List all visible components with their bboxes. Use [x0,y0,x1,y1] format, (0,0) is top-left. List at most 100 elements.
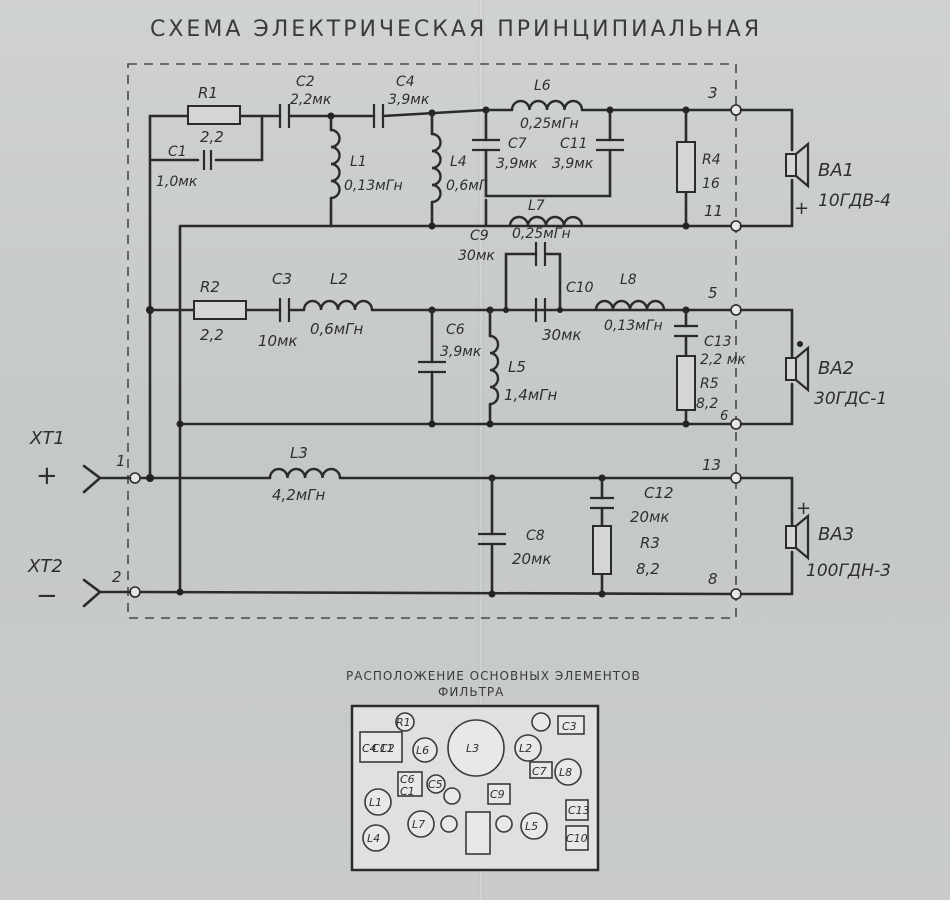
junction-dot [503,307,509,313]
r3-value: 8,2 [636,560,660,578]
l8-name: L8 [620,272,637,288]
ba2-name: ВА2 [818,358,854,379]
l7-name: L7 [528,198,545,214]
ba1-name: ВА1 [818,160,854,181]
c12-name: C12 [644,484,674,502]
l3-name: L3 [290,444,308,462]
junction-dot [682,420,690,428]
c13-capacitor [674,324,698,338]
diagram-title: СХЕМА ЭЛЕКТРИЧЕСКАЯ ПРИНЦИПИАЛЬНАЯ [150,17,762,42]
filter-enclosure-outline [127,63,737,619]
r1-c1-wiring [148,114,264,162]
r2-name: R2 [200,278,220,296]
r2-value: 2,2 [200,326,224,344]
c13-name: C13 [704,334,732,350]
board-label: C1 [400,785,415,798]
l6-name: L6 [534,78,551,94]
ba2-wiring [739,308,794,426]
board-l6 [412,737,438,763]
l2-inductor [302,299,374,311]
c8-name: C8 [526,528,545,544]
l5-name: L5 [508,358,526,376]
r1-value: 2,2 [200,128,224,146]
c3-name: C3 [272,270,292,288]
r5-name: R5 [700,376,719,392]
return-bus [178,224,333,592]
board-label: L8 [559,766,572,779]
terminal-13 [730,472,742,484]
xt2-name: ХТ2 [27,556,63,577]
c6-value: 3,9мк [440,344,482,360]
board-c9-block [487,783,511,805]
c7-capacitor [472,138,500,152]
terminal-2-label: 2 [112,568,122,586]
ba1-wiring [739,108,794,228]
c8-value: 20мк [512,550,551,568]
junction-dot [428,420,436,428]
r4-resistor [676,141,696,193]
terminal-11-label: 11 [704,202,723,220]
c9-name: C9 [470,228,489,244]
l2-name: L2 [330,270,348,288]
l5-inductor [489,334,500,406]
c6-capacitor [418,360,446,374]
ba2-speaker-magnet [785,357,797,381]
c2-value: 2,2мк [290,92,332,108]
board-label: L5 [525,820,538,833]
c7-value: 3,9мк [496,156,538,172]
ba2-model: 30ГДС-1 [814,389,887,409]
junction-dot [488,590,496,598]
board-l5 [520,812,548,840]
ground-rail [138,590,738,596]
board-label: C3 [562,720,577,733]
board-label: L3 [466,742,479,755]
layout-title-line1: РАСПОЛОЖЕНИЕ ОСНОВНЫХ ЭЛЕМЕНТОВ [346,669,641,683]
ba3-model: 100ГДН-3 [806,561,891,581]
xt2-connector [82,578,132,608]
r4-value: 16 [702,176,720,192]
junction-dot [428,222,436,230]
l3-inductor [268,467,342,479]
xt1-connector [82,464,132,494]
c9-value: 30мк [458,248,495,264]
c3-capacitor [278,298,291,322]
ba2-polarity-dot [797,341,803,347]
ba3-speaker-magnet [785,525,797,549]
board-c5 [443,787,461,805]
junction-dot [557,307,563,313]
board-label: C6 [400,773,415,786]
r3-name: R3 [640,534,660,552]
board-l7-coil [407,810,435,838]
c2-capacitor [278,104,291,128]
r5-value: 8,2 [696,396,718,412]
r1-resistor [187,105,241,125]
c12-value: 20мк [630,508,669,526]
ba3-name: ВА3 [818,524,854,545]
board-c13 [565,799,589,821]
board-label: L1 [369,796,382,809]
board-label: R1 [396,716,411,729]
l6-inductor [510,99,584,111]
layout-title-line2: ФИЛЬТРА [438,685,504,699]
terminal-5-label: 5 [708,284,718,302]
junction-dot [598,590,606,598]
l1-name: L1 [350,154,367,170]
l3-value: 4,2мГн [272,486,326,504]
board-c8-block [465,811,491,855]
r5-resistor [676,355,696,411]
board-label: C11 [372,742,394,755]
ba1-model: 10ГДВ-4 [818,191,891,211]
board-label: C10 [566,832,588,845]
board-label: L4 [367,832,380,845]
c11-name: C11 [560,136,588,152]
ba1-plus: + [794,198,809,219]
l2-value: 0,6мГн [310,320,364,338]
board-label: L2 [519,742,532,755]
terminal-13-label: 13 [702,456,721,474]
terminal-1-label: 1 [116,452,126,470]
l4-value: 0,6мГ [446,178,488,194]
r1-name: R1 [198,84,218,102]
l4-name: L4 [450,154,467,170]
ba1-speaker-cone [795,141,810,189]
